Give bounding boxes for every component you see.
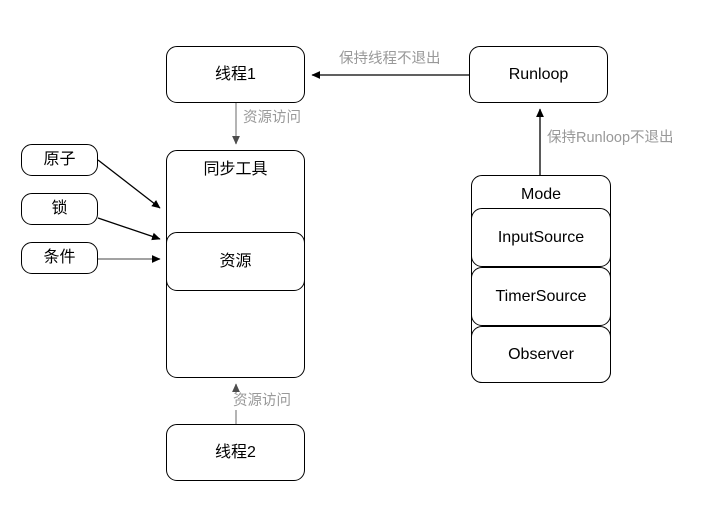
node-mode-label: Mode: [520, 186, 562, 203]
node-timer-source[interactable]: TimerSource: [471, 267, 611, 326]
node-lock[interactable]: 锁: [21, 193, 98, 225]
edge-label-thread2-to-synctool: 资源访问: [231, 393, 293, 411]
node-condition-label: 条件: [43, 249, 76, 267]
node-observer[interactable]: Observer: [471, 326, 611, 383]
node-thread1[interactable]: 线程1: [166, 46, 305, 103]
node-thread2[interactable]: 线程2: [166, 424, 305, 481]
edge-label-thread1-to-synctool: 资源访问: [241, 110, 303, 128]
node-observer-label: Observer: [508, 345, 574, 363]
edge-atom-to-synctool: [97, 159, 161, 209]
node-input-source-label: InputSource: [497, 228, 585, 246]
node-timer-source-label: TimerSource: [495, 287, 587, 305]
node-runloop[interactable]: Runloop: [469, 46, 608, 103]
node-condition[interactable]: 条件: [21, 242, 98, 274]
node-lock-label: 锁: [51, 200, 68, 218]
edge-lock-to-resource: [97, 217, 161, 241]
node-resource-label: 资源: [219, 252, 252, 270]
node-atom[interactable]: 原子: [21, 144, 98, 176]
node-thread1-label: 线程1: [215, 65, 256, 83]
node-runloop-label: Runloop: [508, 65, 569, 83]
edge-label-runloop-to-thread1: 保持线程不退出: [337, 51, 443, 69]
edge-label-mode-to-runloop: 保持Runloop不退出: [545, 130, 676, 148]
node-thread2-label: 线程2: [215, 443, 256, 461]
node-sync-tool-label: 同步工具: [203, 161, 268, 178]
node-atom-label: 原子: [43, 151, 76, 169]
node-resource[interactable]: 资源: [166, 232, 305, 291]
node-input-source[interactable]: InputSource: [471, 208, 611, 267]
